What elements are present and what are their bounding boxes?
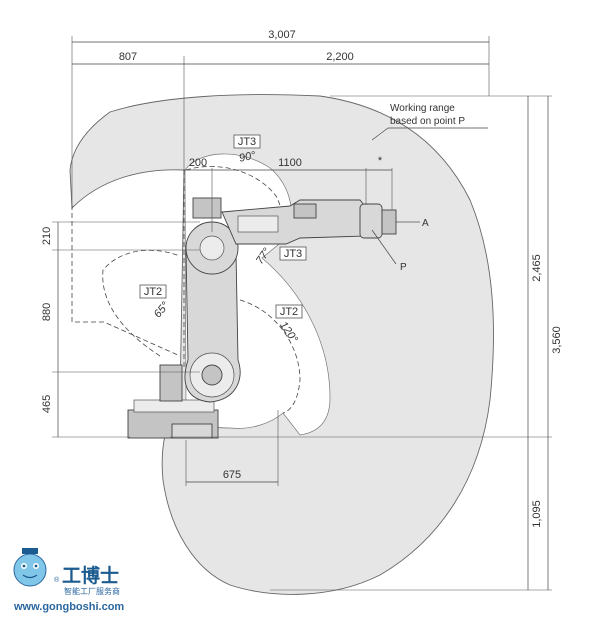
jt3-top-box [233,134,261,149]
jt3-hub [199,235,225,261]
robot [127,197,406,439]
jt3-side-label: JT3 [284,248,302,260]
rear-dash-box [71,205,181,357]
dim-height-above: 2,465 [531,254,543,282]
point-p-label: P [400,262,407,273]
wrist [359,203,383,239]
dim-height-below: 1,095 [531,500,543,528]
dim-arm-length: 1100 [278,157,302,169]
dim-base-height: 465 [41,395,53,413]
working-range-label-2: based on point P [390,116,465,127]
dim-bottom-width: 675 [223,469,241,481]
mascot-icon [13,548,47,587]
wrist-flange [381,209,397,235]
point-a-label: A [422,218,429,229]
robot-base-top [133,399,215,413]
watermark-subtitle: 智能工厂服务商 [64,586,120,596]
jt2-front-arc [239,299,301,414]
jt3-up-angle: 90° [238,149,257,164]
jt2-right-label: JT2 [280,306,298,318]
jt2-hub [201,364,223,386]
jt2-right-box [275,304,303,319]
working-range-label-1: Working range [390,103,455,114]
jt2-rear-arc [102,249,181,357]
jt3-top-label: JT3 [238,136,256,148]
jt3-motor [192,197,222,219]
dim-total-width: 3,007 [268,29,296,41]
dim-rear-reach: 807 [119,51,137,63]
dim-jt3-height: 210 [41,227,53,245]
jt1-motor [159,364,183,402]
dim-upper-offset: 200 [189,157,207,169]
jt2-left-box [139,284,167,299]
dim-arm-height: 880 [41,303,53,321]
watermark-name: 工博士 [62,564,119,587]
watermark-url: www.gongboshi.com [13,601,124,613]
robot-base-cover [171,423,213,439]
jt2-left-label: JT2 [144,286,162,298]
star-marker: * [378,155,383,167]
forearm-cover [237,215,279,233]
working-range-leader [371,127,389,141]
dim-total-height: 3,560 [551,326,563,354]
dim-front-reach: 2,200 [326,51,354,63]
point-p-leader [371,229,397,265]
registered-mark: ® [54,576,60,584]
jt2-back-angle: 65° [152,299,172,320]
jt4-motor [293,203,317,219]
watermark: ® 工博士 智能工厂服务商 www.gongboshi.com [13,548,124,613]
jt3-side-box [279,246,307,261]
